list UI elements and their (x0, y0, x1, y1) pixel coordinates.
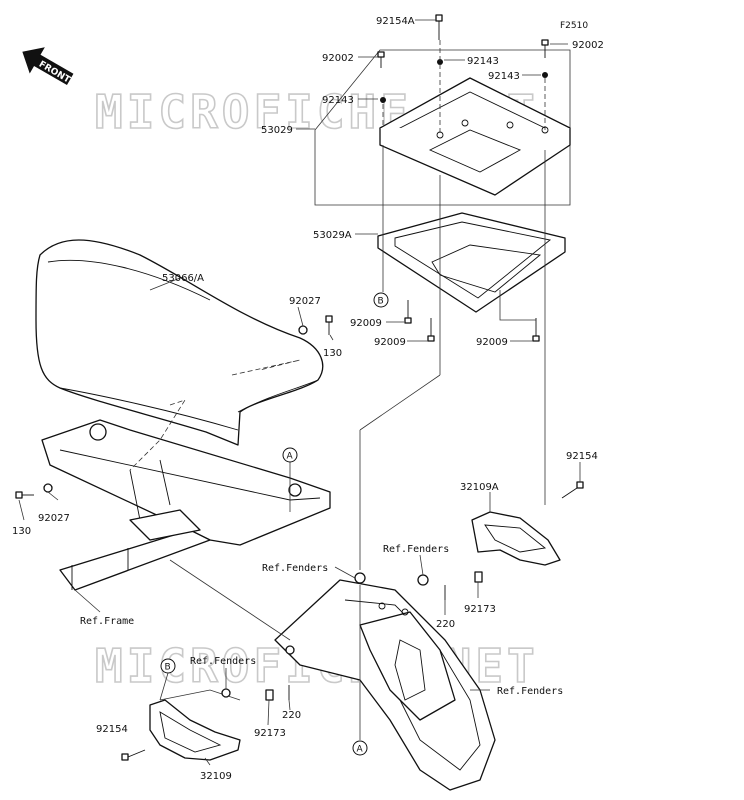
label-92143-right: 92143 (488, 71, 520, 82)
leader-line (169, 559, 291, 641)
leader-line (288, 699, 291, 711)
bolt-92154-right-icon (561, 481, 584, 499)
label-92154A: 92154A (376, 16, 415, 27)
bolt-92002-right-icon (541, 39, 549, 58)
clip-92173-left-icon (265, 689, 274, 701)
svg-text:B: B (378, 297, 384, 307)
bolt-92154-left-icon (121, 749, 146, 761)
bolt-92009-c-icon (532, 318, 540, 342)
leader-line (267, 699, 270, 726)
leader-line (47, 491, 59, 501)
washer-92027-left-icon (43, 483, 53, 493)
label-ref-fenders-bottom-left: Ref.Fenders (190, 656, 256, 667)
bolt-130-top-icon (325, 315, 333, 335)
bolt-92009-b-icon (427, 318, 435, 342)
leader-line (297, 306, 304, 327)
marker-a-bottom: A (352, 740, 368, 756)
label-92143-left: 92143 (322, 95, 354, 106)
leader-line (204, 757, 211, 766)
leader-line (499, 290, 536, 321)
leader-line (419, 554, 424, 576)
bolt-130-left-icon (15, 491, 34, 499)
label-92173-right: 92173 (464, 604, 496, 615)
label-130-left: 130 (12, 526, 31, 537)
label-ref-fenders-main: Ref.Fenders (497, 686, 563, 697)
leader-line (159, 689, 241, 701)
diagram-code: F2510 (560, 21, 588, 31)
grommet-icon (354, 572, 366, 584)
label-220-left: 220 (282, 710, 301, 721)
collar-92143-left-icon (380, 97, 386, 103)
guide-line (129, 399, 186, 471)
label-53066A: 53066/A (162, 273, 204, 284)
leader-line (159, 672, 169, 701)
label-92009-c: 92009 (476, 337, 508, 348)
marker-b-top: B (373, 292, 389, 308)
label-92173-left: 92173 (254, 728, 286, 739)
guide-line (231, 359, 301, 376)
front-direction-icon: FRONT (22, 47, 74, 86)
leader-line (74, 589, 101, 613)
label-92002-right: 92002 (572, 40, 604, 51)
label-ref-fenders-mid: Ref.Fenders (383, 544, 449, 555)
bolt-92154A-icon (435, 14, 443, 40)
label-32109A: 32109A (460, 482, 499, 493)
label-ref-frame: Ref.Frame (80, 616, 134, 627)
label-130-top: 130 (323, 348, 342, 359)
leader-line (359, 374, 441, 570)
label-92009-b: 92009 (374, 337, 406, 348)
nut-right-icon (417, 574, 429, 586)
label-92002-left: 92002 (322, 53, 354, 64)
side-cover-32109-part (149, 699, 241, 761)
label-220-right: 220 (436, 619, 455, 630)
clip-92173-right-icon (474, 571, 483, 583)
label-92154-left: 92154 (96, 724, 128, 735)
collar-92143-right-icon (542, 72, 548, 78)
label-92027-top: 92027 (289, 296, 321, 307)
collar-92143-top-icon (437, 59, 443, 65)
leader-line (149, 277, 181, 291)
seat-part (35, 239, 324, 446)
label-92143-top: 92143 (467, 56, 499, 67)
carrier-mount-plate-part (377, 212, 566, 313)
marker-b-bottom: B (160, 658, 176, 674)
washer-92027-top-icon (298, 325, 308, 335)
leader-line (18, 499, 25, 521)
bolt-92009-a-icon (404, 300, 412, 324)
label-53029A: 53029A (313, 230, 352, 241)
svg-text:A: A (357, 745, 364, 755)
bolt-92002-left-icon (377, 51, 385, 68)
label-32109: 32109 (200, 771, 232, 782)
label-ref-fenders-left: Ref.Fenders (262, 563, 328, 574)
svg-text:B: B (165, 663, 171, 673)
label-92027-left: 92027 (38, 513, 70, 524)
label-92009-a: 92009 (350, 318, 382, 329)
label-53029: 53029 (261, 125, 293, 136)
leader-line (334, 566, 356, 579)
seat-frame-part (41, 419, 331, 591)
marker-a-top: A (282, 447, 298, 463)
leader-line (329, 334, 334, 341)
svg-text:A: A (287, 452, 294, 462)
label-92154-right: 92154 (566, 451, 598, 462)
nut-left-icon (221, 688, 231, 698)
side-cover-32109A-part (471, 511, 561, 566)
